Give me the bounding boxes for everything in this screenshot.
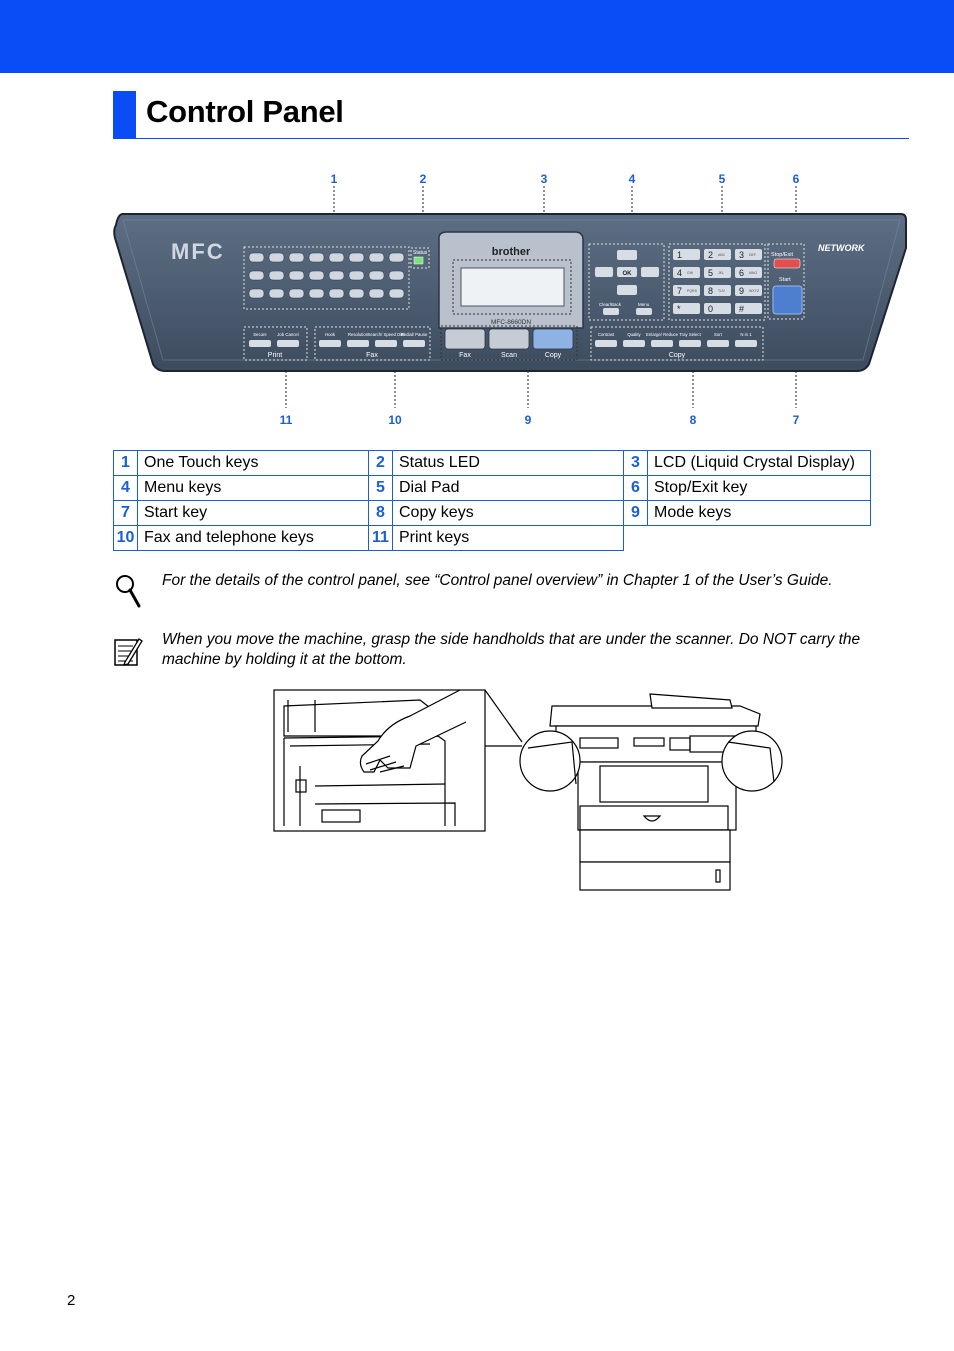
tip-note: For the details of the control panel, se… [162, 572, 833, 589]
svg-text:Hook: Hook [325, 332, 336, 337]
callout-top-2: 2 [420, 172, 427, 186]
key-number: 5 [368, 475, 393, 501]
svg-text:5: 5 [708, 268, 713, 278]
svg-text:Tray Select: Tray Select [679, 332, 701, 337]
svg-text:TUV: TUV [718, 289, 726, 293]
svg-text:9: 9 [739, 286, 744, 296]
key-number: 6 [623, 475, 648, 501]
svg-text:Menu: Menu [638, 302, 650, 307]
callout-top-3: 3 [541, 172, 548, 186]
svg-text:PQRS: PQRS [687, 289, 698, 293]
callout-bottom-8: 8 [690, 413, 697, 427]
svg-text:*: * [677, 304, 681, 314]
key-description: Fax and telephone keys [137, 525, 369, 551]
magnifier-icon [116, 575, 141, 608]
svg-text:7: 7 [677, 286, 682, 296]
page-title: Control Panel [146, 94, 344, 129]
key-description: Print keys [392, 525, 624, 551]
svg-text:DEF: DEF [749, 253, 756, 257]
svg-text:ABC: ABC [718, 253, 726, 257]
svg-text:Enlarge/ Reduce: Enlarge/ Reduce [646, 332, 679, 337]
svg-text:Scan: Scan [501, 352, 517, 359]
key-description: Status LED [392, 450, 624, 476]
callout-bottom-10: 10 [388, 413, 402, 427]
svg-text:NETWORK: NETWORK [818, 243, 866, 253]
svg-text:Copy: Copy [669, 352, 686, 359]
key-description: Menu keys [137, 475, 369, 501]
svg-text:2: 2 [708, 250, 713, 260]
svg-text:Fax: Fax [459, 352, 471, 359]
svg-text:Clear/Back: Clear/Back [599, 302, 622, 307]
svg-text:Start: Start [779, 277, 791, 283]
key-number: 10 [113, 525, 138, 551]
key-description: One Touch keys [137, 450, 369, 476]
svg-text:N in 1: N in 1 [740, 332, 752, 337]
key-description: LCD (Liquid Crystal Display) [647, 450, 871, 476]
svg-text:MNO: MNO [749, 271, 757, 275]
svg-text:Print: Print [268, 352, 282, 359]
svg-text:OK: OK [623, 271, 633, 277]
svg-text:JKL: JKL [718, 271, 724, 275]
status-label: Status [413, 250, 428, 256]
svg-text:4: 4 [677, 268, 682, 278]
key-description: Dial Pad [392, 475, 624, 501]
key-description: Stop/Exit key [647, 475, 871, 501]
svg-text:3: 3 [739, 250, 744, 260]
svg-text:Quality: Quality [627, 332, 641, 337]
key-number: 11 [368, 525, 393, 551]
callout-top-1: 1 [331, 172, 338, 186]
svg-text:6: 6 [739, 268, 744, 278]
svg-text:0: 0 [708, 304, 713, 314]
note-pencil-icon [114, 638, 143, 666]
key-description: Mode keys [647, 500, 871, 526]
title-accent [113, 91, 136, 139]
model-name: MFC-8660DN [491, 319, 531, 326]
caution-note: When you move the machine, grasp the sid… [162, 631, 861, 668]
svg-text:GHI: GHI [687, 271, 693, 275]
callout-top-5: 5 [719, 172, 726, 186]
header-bar [0, 0, 954, 73]
key-description: Start key [137, 500, 369, 526]
svg-text:Redial/ Pause: Redial/ Pause [401, 332, 428, 337]
svg-text:Sort: Sort [714, 332, 723, 337]
key-number: 4 [113, 475, 138, 501]
svg-text:Resolution: Resolution [348, 332, 369, 337]
svg-text:Job Cancel: Job Cancel [277, 332, 299, 337]
mfc-logo: MFC [171, 239, 225, 264]
svg-text:WXYZ: WXYZ [749, 289, 760, 293]
page-number: 2 [67, 1292, 76, 1309]
machine-carry-illustration [273, 689, 783, 891]
svg-text:Contrast: Contrast [598, 332, 615, 337]
svg-text:Secure: Secure [253, 332, 267, 337]
callout-bottom-11: 11 [280, 413, 293, 427]
key-number: 8 [368, 500, 393, 526]
callout-top-4: 4 [629, 172, 636, 186]
svg-text:Fax: Fax [366, 352, 378, 359]
svg-text:8: 8 [708, 286, 713, 296]
brand-logo: brother [492, 246, 531, 258]
svg-text:Stop/Exit: Stop/Exit [771, 252, 793, 258]
callout-top-6: 6 [793, 172, 800, 186]
key-number: 3 [623, 450, 648, 476]
title-rule [136, 138, 909, 139]
svg-text:Copy: Copy [545, 352, 562, 359]
svg-text:#: # [739, 304, 744, 314]
key-number: 2 [368, 450, 393, 476]
key-number: 7 [113, 500, 138, 526]
key-number: 1 [113, 450, 138, 476]
key-description: Copy keys [392, 500, 624, 526]
svg-text:Search/ Speed Dial: Search/ Speed Dial [367, 332, 404, 337]
callout-bottom-9: 9 [525, 413, 532, 427]
callout-bottom-7: 7 [793, 413, 800, 427]
svg-text:1: 1 [677, 250, 682, 260]
key-number: 9 [623, 500, 648, 526]
